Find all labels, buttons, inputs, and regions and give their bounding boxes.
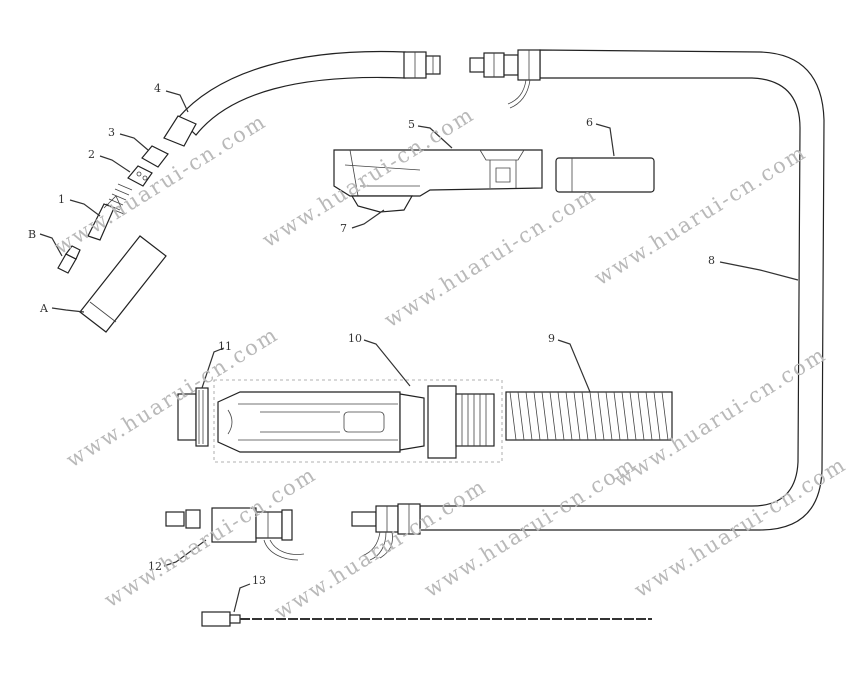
cable-hose	[177, 49, 825, 531]
part-9-spring	[505, 391, 673, 441]
label-10: 10	[348, 332, 362, 345]
label-7: 7	[340, 222, 347, 235]
label-2: 2	[88, 148, 95, 161]
hose-connector-left	[403, 51, 441, 79]
label-13: 13	[252, 574, 266, 587]
part-10-handle-body	[217, 385, 495, 459]
label-6: 6	[586, 116, 593, 129]
label-3: 3	[108, 126, 115, 139]
part-12-rear-connector	[165, 507, 305, 561]
watermark-1: www.huarui-cn.com	[50, 109, 271, 259]
hose-connector-right	[469, 49, 541, 109]
leader-lines	[39, 90, 799, 613]
trigger-7	[350, 195, 414, 213]
part-13-liner	[201, 611, 652, 627]
neck-tube	[163, 115, 197, 147]
labels: 4 3 2 1 B A 5 6 7 8 9 10 11 12 13	[28, 82, 715, 587]
part-6-sleeve	[555, 157, 655, 193]
label-5: 5	[408, 118, 415, 131]
label-9: 9	[548, 332, 555, 345]
label-A: A	[39, 302, 49, 315]
handle-shell-5	[333, 149, 543, 197]
part-B-contact-tip	[57, 245, 81, 274]
label-4: 4	[154, 82, 161, 95]
label-11: 11	[218, 340, 232, 353]
hose-connector-bottom	[351, 503, 421, 561]
part-A-nozzle	[79, 235, 167, 333]
label-12: 12	[148, 560, 162, 573]
watermark-3: www.huarui-cn.com	[380, 182, 601, 332]
watermark-7: www.huarui-cn.com	[270, 474, 491, 624]
part-10-group-box	[213, 379, 503, 463]
part-2-diffuser	[127, 165, 153, 187]
part-11-ring-nut	[177, 387, 209, 447]
label-8: 8	[708, 254, 715, 267]
label-1: 1	[58, 193, 65, 206]
label-B: B	[28, 228, 36, 241]
part-3-insulator	[141, 145, 169, 168]
